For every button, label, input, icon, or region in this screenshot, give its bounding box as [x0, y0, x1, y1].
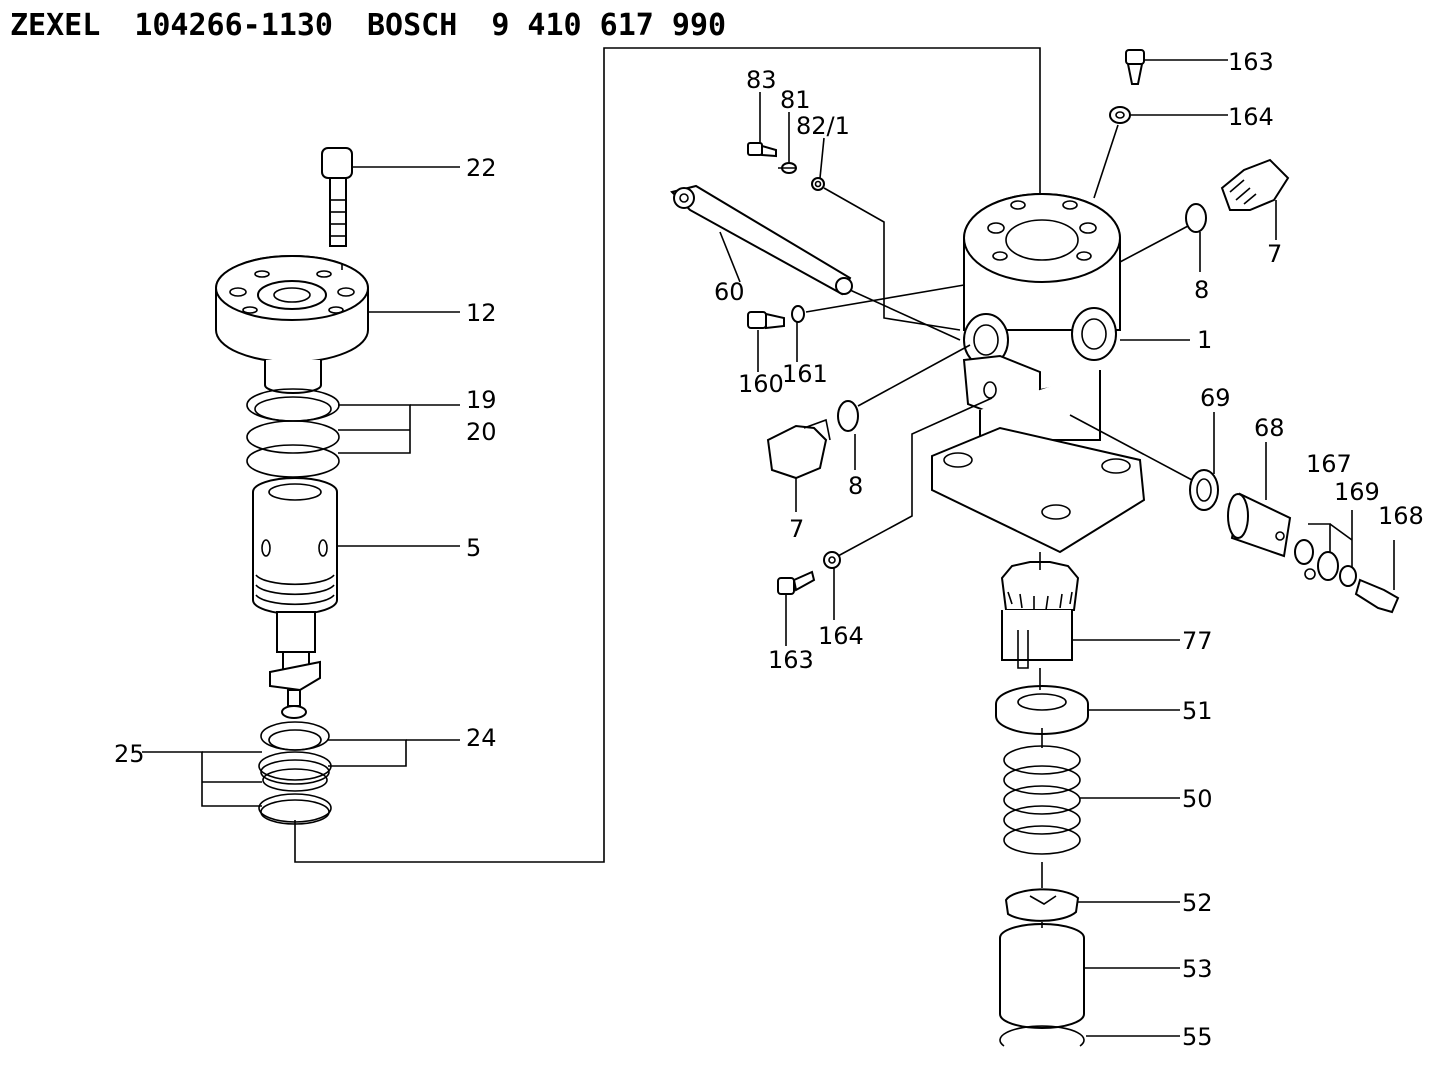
part-163-164-top-screw [1109, 49, 1145, 124]
label-164-bottom: 164 [818, 622, 864, 650]
part-160-161-plug [747, 305, 805, 330]
part-7-8-right-plug [1185, 158, 1290, 233]
label-160: 160 [738, 370, 784, 398]
label-7-left: 7 [789, 515, 804, 543]
part-1-housing [931, 193, 1146, 554]
label-82-1: 82/1 [796, 112, 850, 140]
part-55-circlip [999, 1025, 1085, 1047]
brand-zexel: ZEXEL [10, 8, 101, 43]
label-168: 168 [1378, 502, 1424, 530]
diagram-header: ZEXEL 104266-1130 BOSCH 9 410 617 990 [10, 8, 760, 43]
part-53-tappet [999, 923, 1085, 1029]
brand-bosch: BOSCH [367, 8, 458, 43]
label-5: 5 [466, 534, 481, 562]
part-24-25-spring-seats [258, 721, 332, 825]
label-7-right: 7 [1267, 240, 1282, 268]
part-19-20-rings [246, 388, 340, 478]
part-50-spring [1003, 745, 1081, 855]
label-161: 161 [782, 360, 828, 388]
label-68: 68 [1254, 414, 1285, 442]
part-77-control-sleeve [1000, 561, 1080, 669]
label-24: 24 [466, 724, 497, 752]
label-164-top: 164 [1228, 103, 1274, 131]
label-8-left: 8 [848, 472, 863, 500]
label-51: 51 [1182, 697, 1213, 725]
part-7-8-left-plug [766, 400, 859, 480]
label-52: 52 [1182, 889, 1213, 917]
label-50: 50 [1182, 785, 1213, 813]
label-55: 55 [1182, 1023, 1213, 1051]
part-60-pin [670, 184, 853, 296]
label-81: 81 [780, 86, 811, 114]
part-number-zexel: 104266-1130 [134, 8, 333, 43]
label-53: 53 [1182, 955, 1213, 983]
label-12: 12 [466, 299, 497, 327]
label-25: 25 [114, 740, 145, 768]
group-connector-line [294, 47, 1041, 863]
part-22-bolt [321, 147, 353, 247]
label-169: 169 [1334, 478, 1380, 506]
label-163-bottom: 163 [768, 646, 814, 674]
label-69: 69 [1200, 384, 1231, 412]
label-20: 20 [466, 418, 497, 446]
part-83-81-82-screws [747, 142, 825, 191]
part-5-barrel [252, 477, 338, 719]
part-163-164-bottom-screw [777, 551, 841, 595]
part-number-bosch: 9 410 617 990 [491, 8, 727, 43]
label-83: 83 [746, 66, 777, 94]
part-12-flange [215, 255, 369, 394]
label-77: 77 [1182, 627, 1213, 655]
label-8-right: 8 [1194, 276, 1209, 304]
label-163-top: 163 [1228, 48, 1274, 76]
label-60: 60 [714, 278, 745, 306]
label-167: 167 [1306, 450, 1352, 478]
part-52-lower-seat [1004, 888, 1080, 922]
label-1: 1 [1197, 326, 1212, 354]
label-22: 22 [466, 154, 497, 182]
part-51-spring-seat [995, 685, 1089, 735]
label-19: 19 [466, 386, 497, 414]
part-68-69-167-168-169-cap [1189, 469, 1400, 614]
